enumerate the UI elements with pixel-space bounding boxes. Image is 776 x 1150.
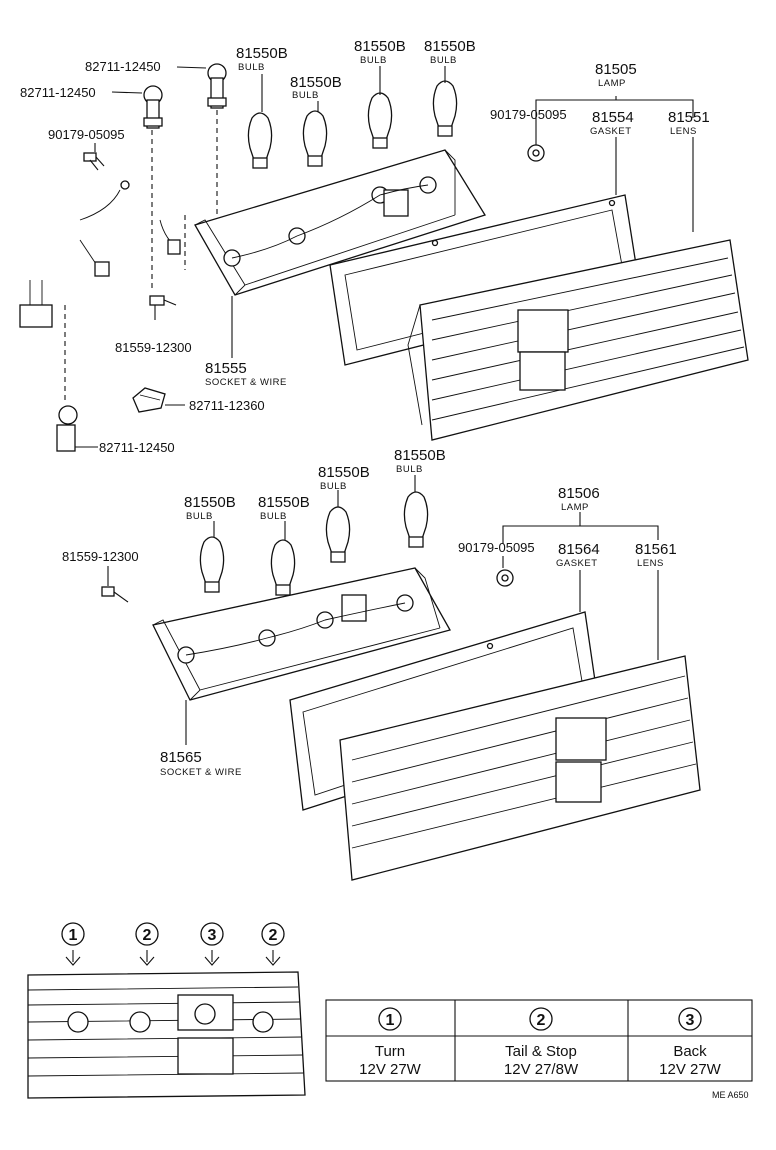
lower-leader-lamp: [502, 512, 659, 544]
svg-text:1: 1: [69, 927, 78, 944]
upper-bulb-sub-2: BULB: [292, 90, 319, 101]
lower-gasket-sub: GASKET: [556, 558, 598, 569]
lower-bulb-sub-3: BULB: [320, 481, 347, 492]
lower-nut-label: 90179-05095: [458, 540, 535, 555]
svg-text:3: 3: [208, 927, 217, 944]
table-col-1-name: Turn: [375, 1043, 405, 1060]
svg-text:1: 1: [386, 1012, 395, 1029]
key-lens-front: [27, 971, 306, 1099]
upper-holder-b-label: 82711-12450: [20, 85, 96, 100]
bulb-position-key: 1 2 3 2: [27, 922, 306, 1099]
lower-bulb-label-3: 81550B: [318, 464, 370, 481]
upper-bulb-label-4: 81550B: [424, 38, 476, 55]
lower-bulb-sub-2: BULB: [260, 511, 287, 522]
upper-bulb-sub-4: BULB: [430, 55, 457, 66]
upper-bulb-2: [302, 110, 328, 167]
upper-socket-holder-a: [143, 85, 163, 129]
upper-lens: [407, 239, 749, 441]
upper-leader-holder-b: [111, 91, 143, 94]
upper-bulb-sub-3: BULB: [360, 55, 387, 66]
table-col-3-name: Back: [673, 1043, 707, 1060]
key-marker-2b: 2: [261, 922, 285, 966]
upper-gasket-sub: GASKET: [590, 126, 632, 137]
key-marker-2a: 2: [135, 922, 159, 966]
table-col-1-spec: 12V 27W: [359, 1061, 422, 1078]
upper-bulb-sub-1: BULB: [238, 62, 265, 73]
diagram-code: ME A650: [712, 1090, 749, 1100]
upper-nut-label: 90179-05095: [490, 107, 567, 122]
lower-bulb-3: [325, 506, 351, 563]
upper-screw-bottom: [149, 295, 177, 306]
lower-lens-sub: LENS: [637, 558, 664, 569]
lower-bulb-label-1: 81550B: [184, 494, 236, 511]
lower-bulb-label-2: 81550B: [258, 494, 310, 511]
upper-socket-holder-b: [207, 63, 227, 109]
upper-bulb-3: [367, 92, 393, 149]
upper-gasket-label: 81554: [592, 109, 634, 126]
upper-bulb-label-3: 81550B: [354, 38, 406, 55]
lower-socket-label: 81565: [160, 749, 202, 766]
svg-text:2: 2: [143, 927, 152, 944]
upper-screw-left: [83, 152, 105, 171]
lower-bulb-sub-4: BULB: [396, 464, 423, 475]
upper-wiring-harness: [19, 180, 248, 328]
lower-lens-label: 81561: [635, 541, 677, 558]
table-col-2: 2 Tail & Stop 12V 27/8W: [504, 1007, 579, 1078]
lower-nut: [496, 569, 514, 587]
key-marker-1: 1: [61, 922, 85, 966]
svg-text:2: 2: [537, 1012, 546, 1029]
upper-bulb-1: [247, 112, 273, 169]
lower-gasket-label: 81564: [558, 541, 600, 558]
lower-bulb-sub-1: BULB: [186, 511, 213, 522]
key-marker-3: 3: [200, 922, 224, 966]
svg-text:2: 2: [269, 927, 278, 944]
lower-lamp-sub: LAMP: [561, 502, 589, 513]
lower-screw-left: [101, 586, 129, 603]
lower-lamp-label: 81506: [558, 485, 600, 502]
upper-leader-holder-a: [176, 66, 207, 69]
upper-clamp-label: 82711-12360: [189, 398, 265, 413]
upper-bulb-label-1: 81550B: [236, 45, 288, 62]
upper-clamp: [132, 387, 166, 413]
upper-lens-sub: LENS: [670, 126, 697, 137]
lower-socket-housing: [152, 567, 451, 701]
upper-socket-sub: SOCKET & WIRE: [205, 377, 287, 388]
lower-lens: [339, 655, 701, 881]
lower-bulb-1: [199, 536, 225, 593]
table-col-3-spec: 12V 27W: [659, 1061, 722, 1078]
upper-leader-lamp: [535, 96, 694, 122]
table-col-3: 3 Back 12V 27W: [659, 1007, 722, 1078]
table-col-2-spec: 12V 27/8W: [504, 1061, 579, 1078]
upper-assembly: 81550B BULB 81550B BULB 81550B BULB 8155…: [19, 38, 749, 455]
upper-holder-c-label: 82711-12450: [99, 440, 175, 455]
upper-screw-left-label: 90179-05095: [48, 127, 125, 142]
lower-screw-left-label: 81559-12300: [62, 549, 139, 564]
upper-bulb-label-2: 81550B: [290, 74, 342, 91]
svg-text:3: 3: [686, 1012, 695, 1029]
upper-socket-label: 81555: [205, 360, 247, 377]
upper-lamp-sub: LAMP: [598, 78, 626, 89]
upper-holder-a-label: 82711-12450: [85, 59, 161, 74]
upper-socket-housing: [194, 149, 486, 296]
lower-socket-sub: SOCKET & WIRE: [160, 767, 242, 778]
lower-bulb-label-4: 81550B: [394, 447, 446, 464]
upper-socket-holder-c: [56, 405, 78, 452]
lower-assembly: 81550B BULB 81550B BULB 81550B BULB 8155…: [62, 447, 701, 881]
upper-bulb-4: [432, 80, 458, 137]
lower-bulb-4: [403, 491, 429, 548]
upper-screw-bottom-label: 81559-12300: [115, 340, 192, 355]
table-col-1: 1 Turn 12V 27W: [359, 1007, 422, 1078]
lower-bulb-2: [270, 539, 296, 596]
upper-lens-label: 81551: [668, 109, 710, 126]
bulb-spec-table: 1 Turn 12V 27W 2 Tail & Stop 12V 27/8W 3…: [325, 999, 753, 1082]
upper-nut: [527, 144, 545, 162]
upper-lamp-label: 81505: [595, 61, 637, 78]
table-col-2-name: Tail & Stop: [505, 1043, 577, 1060]
